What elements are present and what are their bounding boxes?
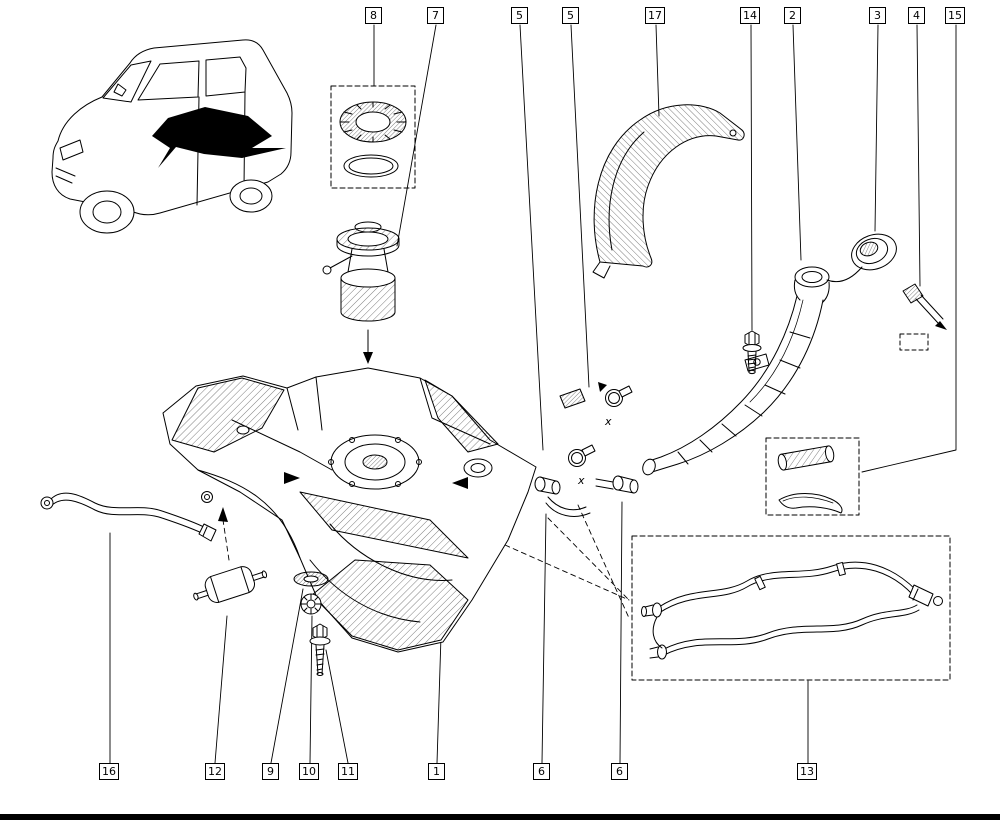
filler-pipe bbox=[642, 266, 830, 476]
float bbox=[322, 265, 332, 275]
lock-ring-and-seal bbox=[330, 85, 416, 189]
pipe-connector-left bbox=[40, 496, 54, 510]
fuel-filter bbox=[193, 566, 268, 603]
callout-12[interactable]: 12 bbox=[205, 763, 225, 780]
callout-6a[interactable]: 6 bbox=[533, 763, 550, 780]
callout-14[interactable]: 14 bbox=[740, 7, 760, 24]
feed-pipe bbox=[40, 492, 217, 542]
fuel-lines-box bbox=[631, 535, 951, 681]
callout-5a[interactable]: 5 bbox=[511, 7, 528, 24]
position-mark-lower: x bbox=[577, 474, 585, 487]
callout-5b[interactable]: 5 bbox=[562, 7, 579, 24]
cap-tether bbox=[826, 266, 863, 283]
seal-ring bbox=[343, 154, 399, 178]
hose-clamp-upper: x bbox=[559, 382, 633, 428]
callout-9[interactable]: 9 bbox=[262, 763, 279, 780]
filler-port bbox=[463, 458, 493, 478]
assembly-arrow bbox=[363, 352, 373, 364]
front-wheel bbox=[79, 190, 135, 234]
feed-port bbox=[201, 491, 213, 503]
callout-17[interactable]: 17 bbox=[645, 7, 665, 24]
clamp-bracket bbox=[559, 388, 586, 409]
tank-location-highlight bbox=[152, 107, 286, 168]
callout-11[interactable]: 11 bbox=[338, 763, 358, 780]
callout-15[interactable]: 15 bbox=[945, 7, 965, 24]
rear-wheel bbox=[229, 179, 273, 213]
construction-lines bbox=[222, 504, 630, 619]
heat-shield bbox=[592, 104, 745, 279]
hose-kit-box bbox=[765, 437, 860, 516]
callout-1[interactable]: 1 bbox=[428, 763, 445, 780]
callout-4[interactable]: 4 bbox=[908, 7, 925, 24]
headlight bbox=[59, 139, 84, 161]
callout-6b[interactable]: 6 bbox=[611, 763, 628, 780]
lock-ring-box bbox=[330, 85, 416, 189]
filter-direction-arrow bbox=[218, 507, 228, 522]
seal-tool bbox=[899, 283, 947, 351]
callout-13[interactable]: 13 bbox=[797, 763, 817, 780]
windshield bbox=[102, 60, 152, 103]
strap-bolt bbox=[309, 623, 331, 676]
fuel-cap bbox=[826, 233, 897, 283]
tank-outlet-connector bbox=[534, 476, 591, 517]
filler-neck bbox=[794, 266, 830, 288]
side-window-front bbox=[137, 60, 200, 101]
pipe-connector-right bbox=[198, 523, 217, 542]
vehicle-thumbnail bbox=[51, 39, 293, 234]
mirror bbox=[113, 83, 127, 97]
hose-clamp-lower: x bbox=[568, 444, 596, 487]
shield-mount-hole bbox=[729, 129, 737, 137]
callout-3[interactable]: 3 bbox=[869, 7, 886, 24]
hose-elbow bbox=[778, 493, 843, 514]
side-window-rear bbox=[205, 56, 247, 97]
callout-16[interactable]: 16 bbox=[99, 763, 119, 780]
hose-kit bbox=[765, 437, 860, 516]
callout-8[interactable]: 8 bbox=[365, 7, 382, 24]
lock-washer bbox=[300, 593, 322, 615]
line-connector-right bbox=[908, 584, 934, 607]
fuel-tank bbox=[162, 367, 537, 653]
fuel-lines-kit bbox=[631, 535, 951, 681]
callout-7[interactable]: 7 bbox=[427, 7, 444, 24]
fuel-pump-module bbox=[322, 221, 400, 364]
callout-10[interactable]: 10 bbox=[299, 763, 319, 780]
page-edge-bar bbox=[0, 814, 1000, 820]
callout-2[interactable]: 2 bbox=[784, 7, 801, 24]
tool-box bbox=[899, 333, 929, 351]
position-mark-upper: x bbox=[604, 415, 612, 428]
sealing-washer bbox=[293, 571, 329, 587]
filler-pipe-bolt bbox=[742, 330, 762, 375]
pipe-end-connector bbox=[595, 475, 639, 494]
